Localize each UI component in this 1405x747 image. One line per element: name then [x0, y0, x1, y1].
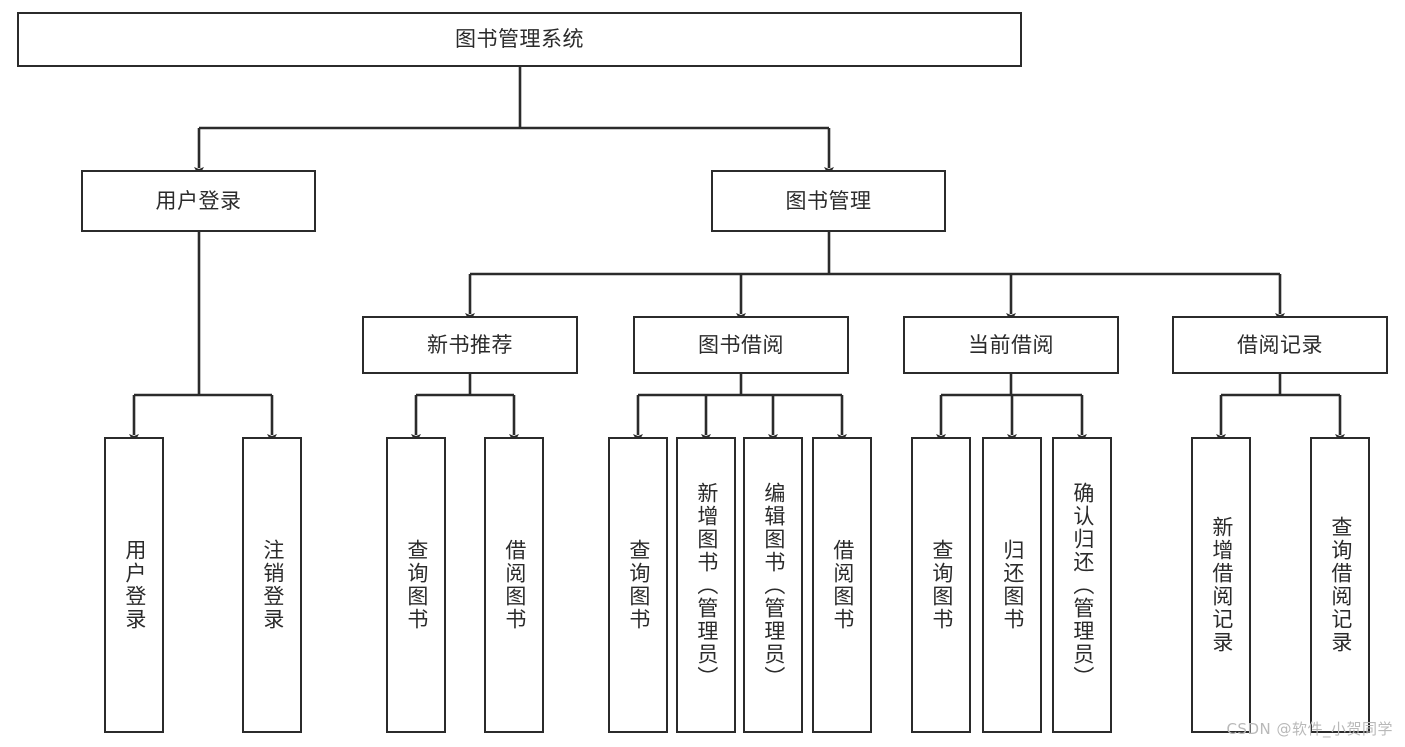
node-leaf-borrow-1[interactable]: 借阅图书	[484, 437, 544, 733]
node-label: 新增借阅记录	[1209, 516, 1234, 654]
node-leaf-query-1[interactable]: 查询图书	[386, 437, 446, 733]
csdn-watermark: CSDN @软件_小贺同学	[1226, 720, 1393, 738]
node-label: 借阅记录	[1237, 332, 1323, 357]
node-current-borrow[interactable]: 当前借阅	[903, 316, 1119, 374]
node-label: 借阅图书	[830, 539, 855, 631]
node-label: 用户登录	[155, 188, 242, 213]
node-leaf-add-rec[interactable]: 新增借阅记录	[1191, 437, 1251, 733]
node-label: 确认归还（管理员）	[1070, 481, 1095, 689]
node-book-manage[interactable]: 图书管理	[711, 170, 946, 232]
node-label: 查询借阅记录	[1328, 516, 1353, 654]
node-label: 查询图书	[404, 539, 429, 631]
node-leaf-return[interactable]: 归还图书	[982, 437, 1042, 733]
node-label: 图书管理系统	[455, 27, 584, 52]
node-leaf-logout[interactable]: 注销登录	[242, 437, 302, 733]
node-label: 查询图书	[626, 539, 651, 631]
node-leaf-query-rec[interactable]: 查询借阅记录	[1310, 437, 1370, 733]
node-label: 借阅图书	[502, 539, 527, 631]
node-leaf-query-2[interactable]: 查询图书	[608, 437, 668, 733]
node-leaf-edit-book[interactable]: 编辑图书（管理员）	[743, 437, 803, 733]
node-root[interactable]: 图书管理系统	[17, 12, 1022, 67]
node-leaf-query-3[interactable]: 查询图书	[911, 437, 971, 733]
node-label: 编辑图书（管理员）	[761, 481, 786, 689]
node-label: 用户登录	[122, 539, 147, 631]
node-label: 新增图书（管理员）	[694, 481, 719, 689]
node-label: 图书管理	[785, 188, 872, 213]
node-new-book-rec[interactable]: 新书推荐	[362, 316, 578, 374]
node-label: 图书借阅	[698, 332, 784, 357]
node-leaf-add-book[interactable]: 新增图书（管理员）	[676, 437, 736, 733]
node-label: 归还图书	[1000, 539, 1025, 631]
node-label: 当前借阅	[968, 332, 1054, 357]
node-label: 注销登录	[260, 539, 285, 631]
node-book-borrow[interactable]: 图书借阅	[633, 316, 849, 374]
node-leaf-borrow-2[interactable]: 借阅图书	[812, 437, 872, 733]
node-leaf-confirm[interactable]: 确认归还（管理员）	[1052, 437, 1112, 733]
node-leaf-user-login[interactable]: 用户登录	[104, 437, 164, 733]
node-user-login[interactable]: 用户登录	[81, 170, 316, 232]
node-borrow-record[interactable]: 借阅记录	[1172, 316, 1388, 374]
node-label: 新书推荐	[427, 332, 513, 357]
node-label: 查询图书	[929, 539, 954, 631]
